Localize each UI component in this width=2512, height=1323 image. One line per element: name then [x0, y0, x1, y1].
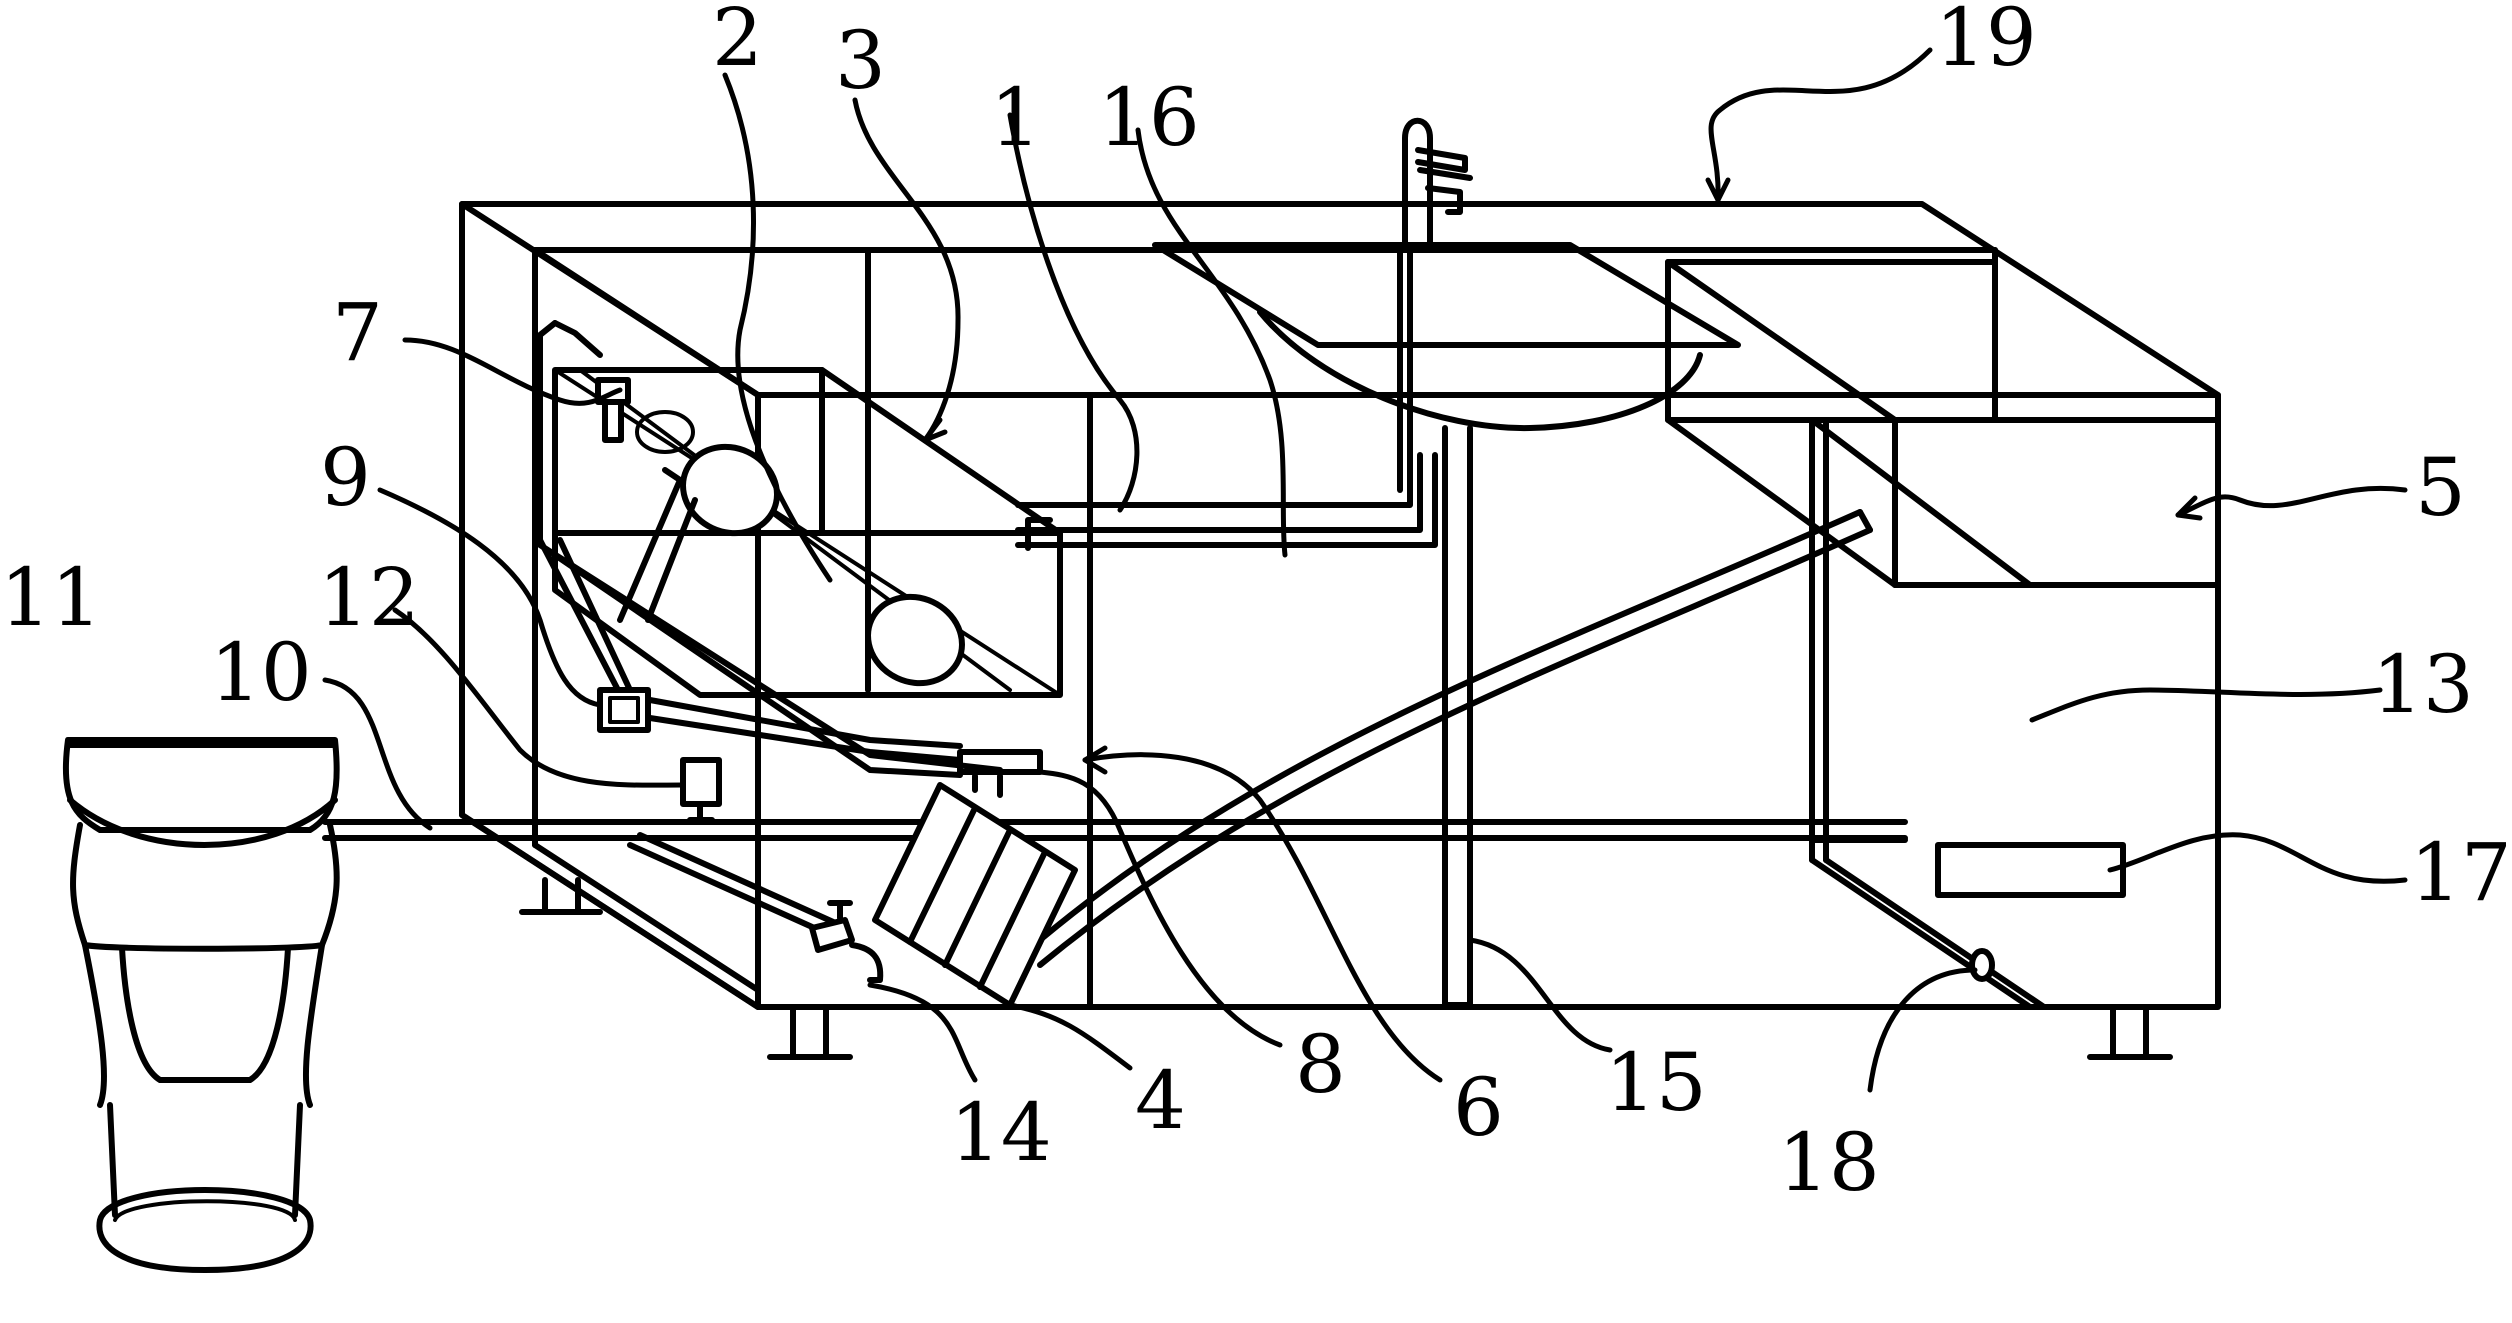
- label-17: 17: [2410, 826, 2512, 919]
- valve-14: [809, 900, 884, 983]
- label-18: 18: [1778, 1116, 1880, 1209]
- label-14: 14: [950, 1086, 1052, 1179]
- label-5: 5: [2415, 441, 2466, 534]
- label-8: 8: [1295, 1018, 1346, 1111]
- faucet-icon: [1402, 117, 1473, 245]
- cabinet-feet: [519, 877, 2173, 1060]
- clean-water-tank: [1665, 259, 2221, 588]
- battery-4: [872, 782, 1078, 1008]
- label-2: 2: [712, 0, 763, 84]
- label-11: 11: [0, 551, 102, 644]
- float-18: [1969, 948, 1995, 982]
- reference-labels: 2 3 1 16 19 7 9 11 12 10 5 13 17 14 4 8 …: [0, 0, 2512, 1209]
- label-10: 10: [210, 626, 312, 719]
- label-7: 7: [332, 286, 383, 379]
- label-6: 6: [1453, 1061, 1504, 1154]
- label-19: 19: [1935, 0, 2037, 84]
- label-4: 4: [1135, 1054, 1186, 1147]
- filter-container: [552, 367, 1063, 698]
- label-15: 15: [1605, 1036, 1707, 1129]
- box-17: [1935, 842, 2126, 898]
- valve-7: [595, 377, 631, 443]
- component-9: [597, 687, 651, 733]
- label-1: 1: [990, 71, 1041, 164]
- label-12: 12: [318, 551, 420, 644]
- label-16: 16: [1098, 71, 1200, 164]
- label-13: 13: [2372, 638, 2474, 731]
- toilet-icon: [62, 737, 340, 1273]
- sink-basin: [1152, 242, 1741, 432]
- label-9: 9: [320, 431, 371, 524]
- leader-lines: [322, 47, 2408, 1093]
- sensor-12: [680, 757, 722, 823]
- label-3: 3: [835, 14, 886, 107]
